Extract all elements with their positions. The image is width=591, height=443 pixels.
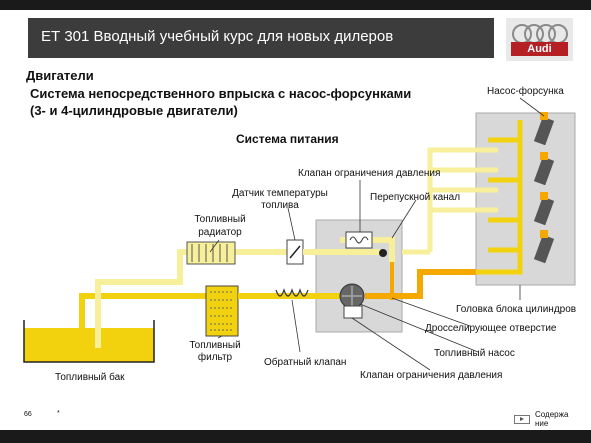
label-fuel-tank: Топливный бак bbox=[55, 372, 125, 383]
fuel-filter bbox=[205, 285, 239, 337]
head-return-channel bbox=[427, 147, 498, 252]
label-bypass-channel: Перепускной канал bbox=[370, 192, 461, 203]
supply-line-tank bbox=[79, 293, 208, 348]
pump-injector-4 bbox=[533, 230, 555, 264]
label-pump-injector: Насос-форсунка bbox=[487, 86, 564, 97]
label-fuel-cooler-1: Топливный bbox=[194, 214, 246, 225]
fuel-filter-element bbox=[210, 291, 234, 331]
check-valve-spring-icon bbox=[275, 288, 309, 297]
subtitle-line-2: (3- и 4-цилиндровые двигатели) bbox=[30, 103, 238, 118]
subtitle-line-1: Система непосредственного впрыска с насо… bbox=[30, 86, 412, 101]
label-fuel-filter-1: Топливный bbox=[189, 340, 241, 351]
pressure-valve-top bbox=[345, 231, 373, 249]
pump-injector-2 bbox=[533, 152, 555, 186]
label-fuel-filter-2: фильтр bbox=[197, 352, 233, 363]
fuel-pump-vanes bbox=[342, 286, 362, 306]
contents-arrow-icon[interactable] bbox=[514, 415, 530, 424]
pressure-valve-bottom bbox=[343, 305, 363, 319]
footer-marker: * bbox=[57, 410, 60, 417]
pressure-valve-top-spring-icon bbox=[349, 236, 369, 244]
label-fuel-temp-sensor-2: топлива bbox=[261, 200, 299, 211]
diagram-title: Система питания bbox=[236, 132, 339, 146]
temp-sensor-icon bbox=[289, 245, 301, 259]
label-fuel-temp-sensor-1: Датчик температуры bbox=[232, 188, 328, 199]
label-fuel-pump: Топливный насос bbox=[434, 348, 515, 359]
fuel-tank-outline bbox=[23, 320, 155, 363]
course-title: ЕТ 301 Вводный учебный курс для новых ди… bbox=[41, 28, 394, 45]
section-title: Двигатели bbox=[26, 68, 94, 83]
pump-injector-3 bbox=[533, 192, 555, 226]
label-fuel-cooler-2: радиатор bbox=[198, 227, 242, 238]
label-pressure-limit-valve-bottom: Клапан ограничения давления bbox=[360, 370, 503, 381]
label-check-valve: Обратный клапан bbox=[264, 357, 347, 368]
fuel-cooler-fins bbox=[191, 244, 228, 262]
leader-lines bbox=[209, 97, 545, 371]
throttle-orifice-marker bbox=[379, 249, 387, 257]
contents-link-1[interactable]: Содержа bbox=[535, 410, 569, 419]
bottom-bar bbox=[0, 430, 591, 443]
label-throttle-orifice: Дросселирующее отверстие bbox=[425, 323, 557, 334]
fuel-tank-fuel bbox=[24, 328, 154, 362]
page-number: 66 bbox=[24, 411, 32, 418]
contents-link-2[interactable]: ние bbox=[535, 419, 549, 428]
label-cylinder-head: Головка блока цилиндров bbox=[456, 304, 577, 315]
title-bar: ЕТ 301 Вводный учебный курс для новых ди… bbox=[28, 18, 494, 58]
top-bar bbox=[0, 0, 591, 10]
logo-wordmark: Audi bbox=[511, 42, 568, 56]
audi-logo: Audi bbox=[506, 18, 573, 61]
label-pressure-limit-valve-top: Клапан ограничения давления bbox=[298, 168, 441, 179]
fuel-cooler bbox=[186, 241, 236, 265]
head-supply-channel bbox=[476, 120, 523, 275]
